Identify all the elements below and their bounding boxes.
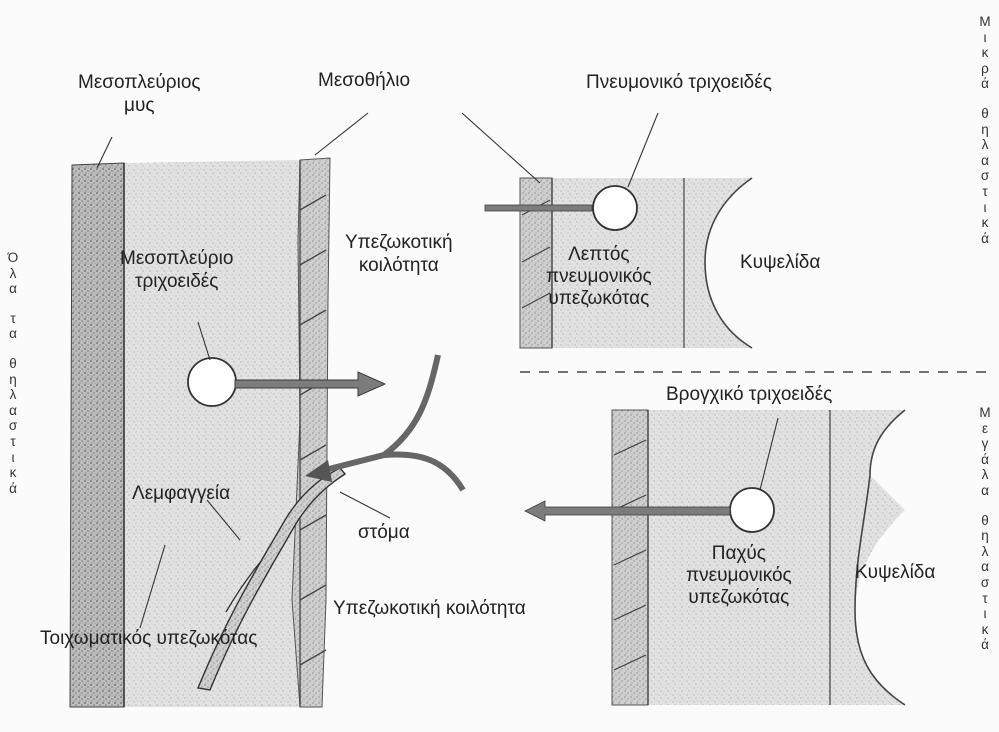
label-alveolus-top: Κυψελίδα <box>740 252 820 275</box>
parietal-panel <box>70 158 330 707</box>
label-thick-visceral-pleura: Παχύς πνευμονικός υπεζωκότας <box>686 543 792 609</box>
leader-pulmonary-capillary <box>628 113 658 187</box>
label-pleural-cavity-bottom: Υπεζωκοτική κοιλότητα <box>333 598 526 621</box>
label-stoma: στόμα <box>358 522 410 545</box>
label-intercostal-capillary: Μεσοπλεύριο τριχοειδές <box>120 248 233 294</box>
leader-stoma <box>340 492 390 518</box>
label-parietal-pleura: Τοιχωματικός υπεζωκότας <box>40 628 257 651</box>
pulmonary-capillary <box>593 186 637 230</box>
intercostal-tissue <box>124 160 300 707</box>
label-mesothelium: Μεσοθήλιο <box>318 70 410 93</box>
label-intercostal-muscle: Μεσοπλεύριος μυς <box>78 72 201 118</box>
intercostal-capillary <box>188 358 236 406</box>
label-bronchial-capillary: Βρογχικό τριχοειδές <box>666 384 832 407</box>
flow-arrow-upper <box>384 355 438 455</box>
arrow-into-capillary <box>485 205 592 211</box>
intercostal-muscle-band <box>70 163 124 707</box>
leader-mesothelium-right <box>462 113 540 183</box>
label-pulmonary-capillary: Πνευμονικό τριχοειδές <box>586 72 772 95</box>
leader-mesothelium-left <box>315 113 368 155</box>
flow-arrow-main <box>325 455 384 470</box>
label-lymphatics: Λεμφαγγεία <box>132 483 230 506</box>
label-pleural-cavity-top: Υπεζωκοτική κοιλότητα <box>345 232 453 278</box>
label-alveolus-bottom: Κυψελίδα <box>855 562 935 585</box>
thick-mesothelium-band <box>612 510 648 705</box>
label-thin-visceral-pleura: Λεπτός πνευμονικός υπεζωκότας <box>546 244 652 310</box>
flow-arrow-lower <box>384 454 463 490</box>
bronchial-capillary <box>730 488 774 532</box>
thick-mesothelium-upper <box>612 410 648 510</box>
